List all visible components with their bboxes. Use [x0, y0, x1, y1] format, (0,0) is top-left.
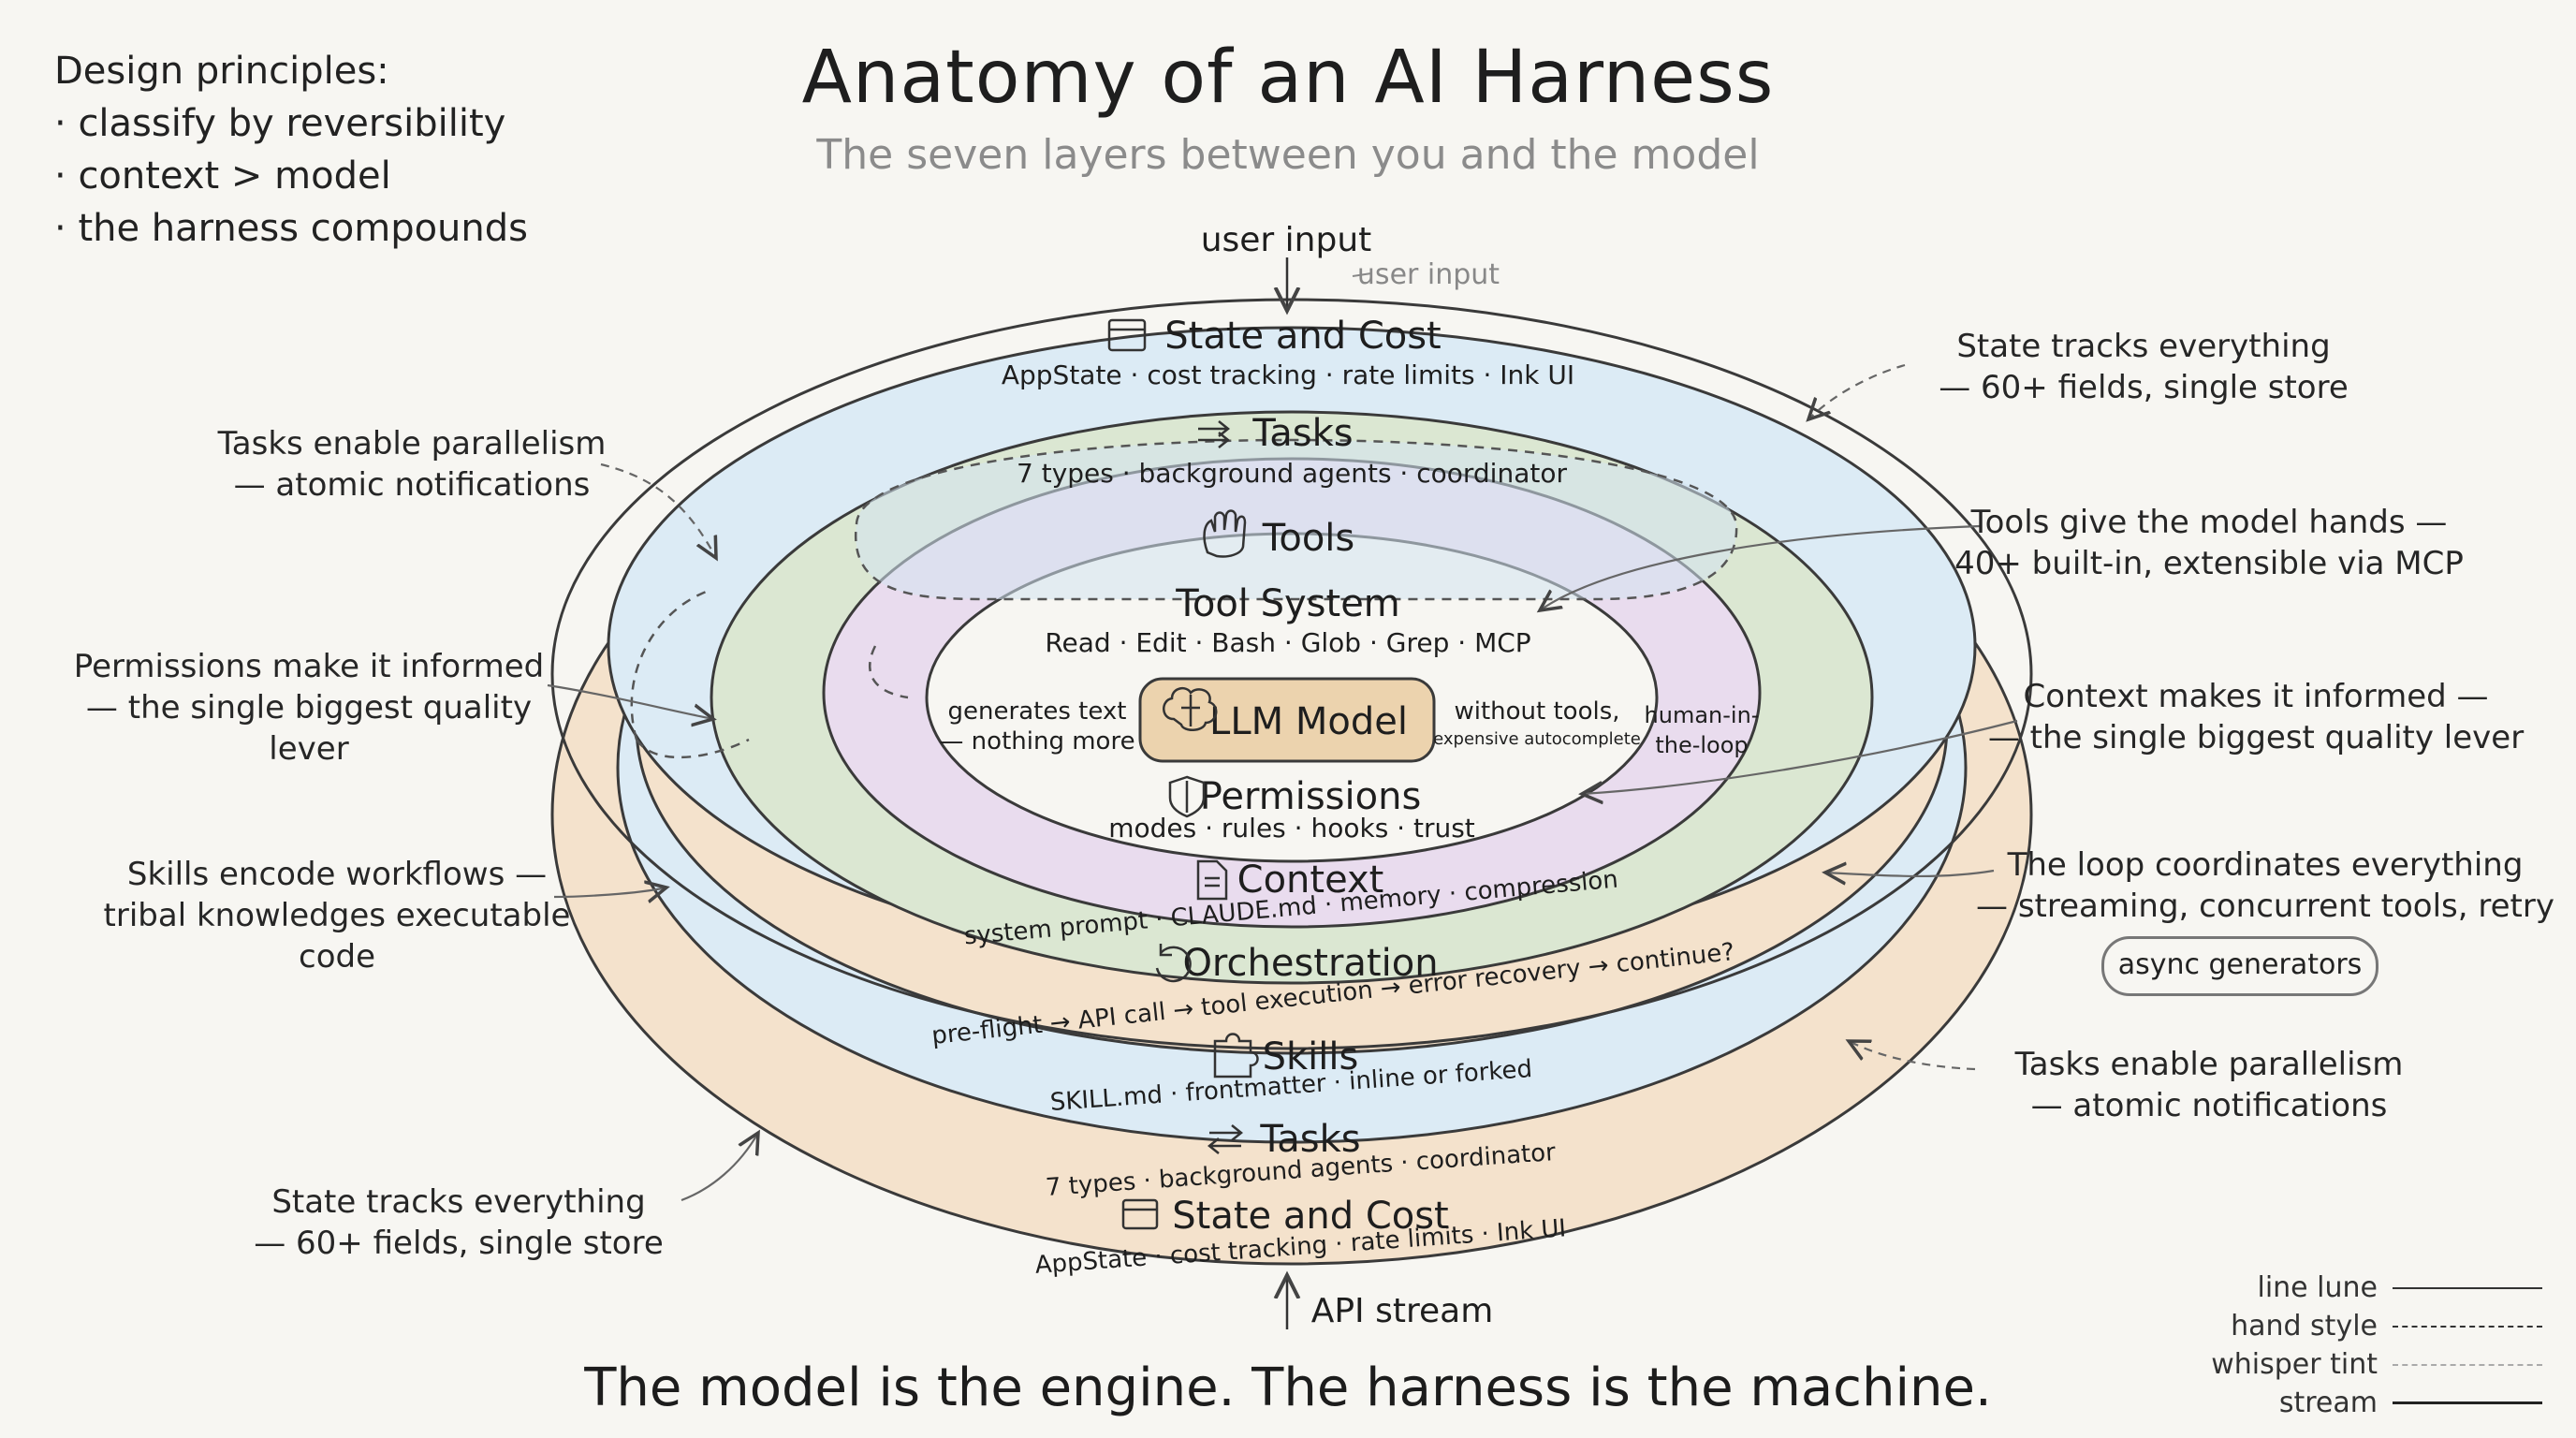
tasks-top-detail: 7 types · background agents · coordinato… [1017, 458, 1567, 489]
puzzle-icon [1213, 1033, 1259, 1078]
page-subtitle: The seven layers between you and the mod… [816, 131, 1760, 179]
annotation-tasks-right: Tasks enable parallelism atomic notifica… [1947, 1044, 2471, 1126]
legend: line lune hand style whisper tint stream [2181, 1269, 2542, 1422]
bottom-input-label: API stream [1311, 1292, 1494, 1330]
principle-item: classify by reversibility [54, 97, 528, 150]
tagline: The model is the engine. The harness is … [584, 1357, 1992, 1418]
tool-system-title: Tool System [1175, 582, 1400, 625]
tasks-top-title: Tasks [1251, 412, 1353, 455]
state-top-detail: AppState · cost tracking · rate limits ·… [1002, 360, 1574, 390]
legend-line-tint [2393, 1363, 2542, 1366]
tools-title: Tools [1262, 517, 1355, 560]
swap-icon [1207, 1124, 1244, 1154]
principles-heading: Design principles: [54, 50, 389, 93]
annotation-context-right: Context makes it informed — the single b… [1975, 676, 2537, 758]
legend-item: stream [2181, 1384, 2542, 1422]
human-loop-2: the-loop [1655, 732, 1748, 758]
human-loop-1: human-in- [1645, 702, 1760, 728]
legend-line-dashed [2393, 1325, 2542, 1328]
llm-model-title: LLM Model [1209, 700, 1408, 743]
model-left-note-1: generates text [948, 697, 1127, 726]
tool-system-detail: Read · Edit · Bash · Glob · Grep · MCP [1045, 627, 1530, 658]
permissions-title: Permissions [1200, 775, 1422, 818]
tasks-bottom-title: Tasks [1259, 1118, 1360, 1161]
llm-model-box [1138, 677, 1436, 763]
legend-item: line lune [2181, 1269, 2542, 1307]
model-right-note-2: expensive autocomplete [1433, 729, 1641, 749]
annotation-skills-left: Skills encode workflows — tribal knowled… [103, 856, 571, 976]
annotation-tools-right: Tools give the model hands — 40+ built-i… [1954, 504, 2464, 582]
model-right-note-1: without tools, [1454, 697, 1619, 726]
disc-top [550, 298, 2033, 1050]
annotation-tasks-left: Tasks enable parallelism atomic notifica… [178, 423, 646, 506]
context-title: Context [1237, 858, 1384, 902]
skills-title: Skills [1263, 1035, 1359, 1078]
top-input-echo: user input [1357, 258, 1500, 291]
legend-line-stream [2393, 1401, 2542, 1404]
page-title: Anatomy of an AI Harness [801, 36, 1775, 120]
annotation-permissions-left: Permissions make it informed the single … [56, 646, 562, 770]
principle-item: the harness compounds [54, 202, 528, 255]
brain-icon [1163, 686, 1218, 731]
annotation-state-left: State tracks everything 60+ fields, sing… [243, 1181, 674, 1264]
shield-icon [1168, 775, 1206, 818]
annotation-state-right: State tracks everything 60+ fields, sing… [1910, 326, 2378, 408]
window-icon [1107, 318, 1147, 352]
legend-item: whisper tint [2181, 1345, 2542, 1384]
state-top-title: State and Cost [1164, 315, 1442, 358]
state-bottom-title: State and Cost [1172, 1195, 1449, 1238]
annotation-loop-right: The loop coordinates everything streamin… [1966, 844, 2565, 927]
legend-item: hand style [2181, 1307, 2542, 1345]
async-generators-pill: async generators [2101, 936, 2378, 996]
principle-item: context > model [54, 150, 528, 202]
hand-icon [1203, 509, 1247, 558]
document-icon [1196, 859, 1228, 901]
permissions-detail: modes · rules · hooks · trust [1108, 813, 1475, 844]
orchestration-title: Orchestration [1182, 942, 1438, 985]
legend-line-solid [2393, 1286, 2542, 1289]
top-input-label: user input [1201, 221, 1372, 259]
model-left-note-2: — nothing more [939, 727, 1134, 756]
arrows-icon [1198, 420, 1231, 448]
window-icon [1121, 1198, 1159, 1230]
refresh-icon [1155, 944, 1192, 983]
design-principles: Design principles: classify by reversibi… [54, 45, 528, 255]
